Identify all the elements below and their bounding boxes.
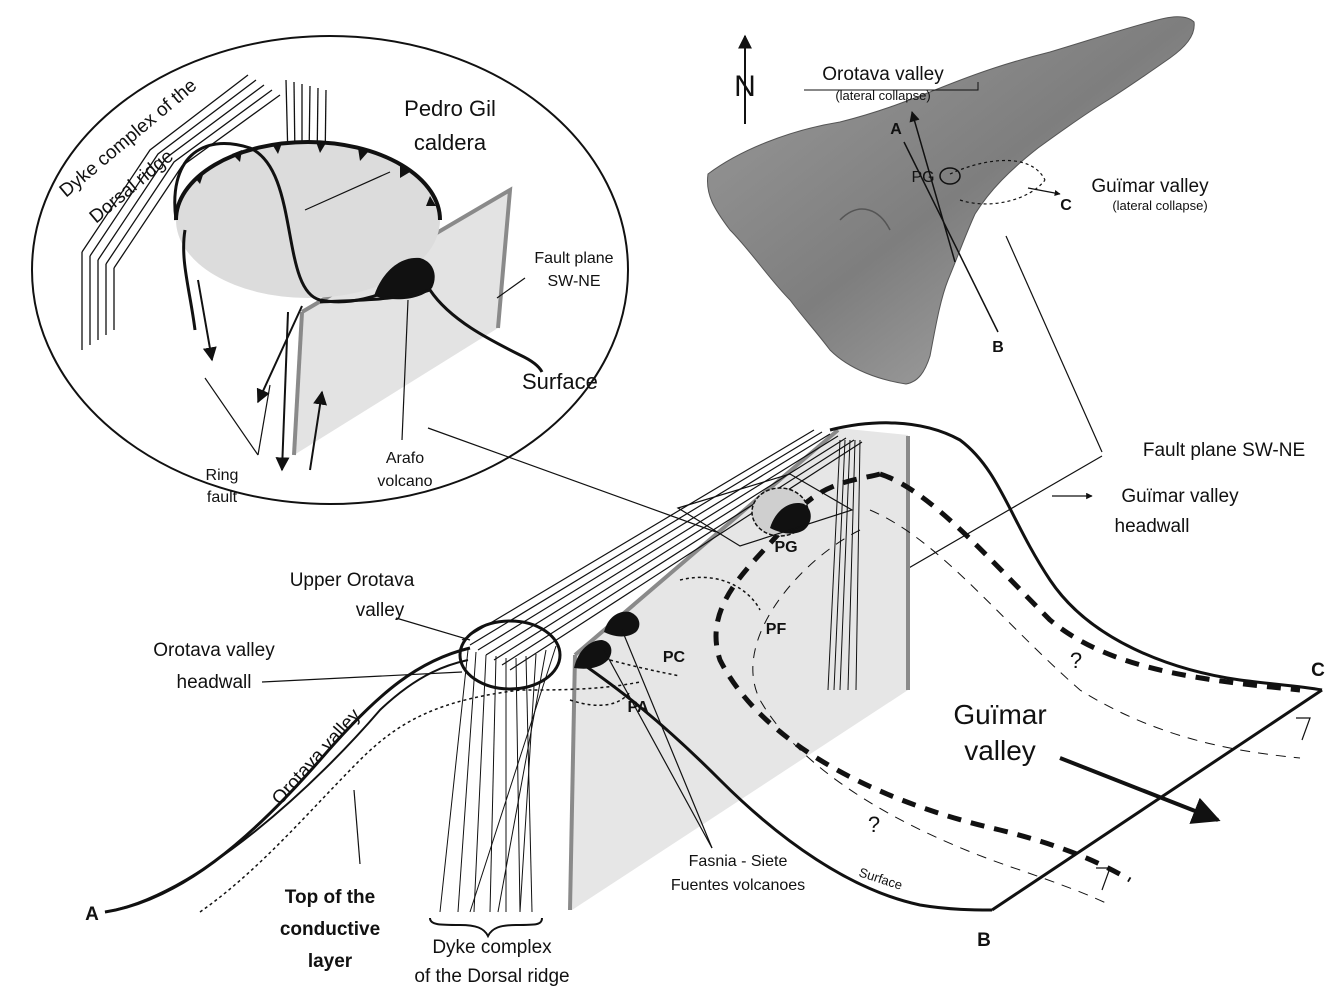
edge-tick-marks — [1096, 718, 1310, 890]
pf-label: PF — [766, 621, 787, 638]
conductive-layer-pointer — [354, 790, 360, 864]
front-surface-label: Surface — [857, 865, 904, 893]
ring-fault-label-1: Ring — [206, 467, 239, 484]
orotava-headwall-pointer — [262, 672, 462, 682]
island-map: N A B C Orotava valley (lateral collapse… — [707, 17, 1209, 384]
guimar-headwall-label-1: Guïmar valley — [1121, 486, 1239, 507]
caldera-label-2: caldera — [414, 130, 487, 155]
ring-fault-label-2: fault — [207, 489, 238, 506]
arafo-label-1: Arafo — [386, 450, 424, 467]
upper-orotava-label-1: Upper Orotava — [290, 570, 415, 591]
dyke-complex-label-2: of the Dorsal ridge — [414, 966, 569, 987]
north-label: N — [734, 70, 756, 103]
guimar-valley-label-1: Guïmar — [953, 699, 1046, 730]
orotava-headwall-label-2: headwall — [177, 672, 252, 693]
map-guimar-label: Guïmar valley — [1091, 176, 1209, 197]
orotava-dyke-lines — [440, 646, 556, 912]
pa-label: PA — [627, 699, 648, 716]
guimar-map-arrow — [1028, 188, 1060, 194]
map-point-b: B — [992, 339, 1004, 356]
orotava-valley-label: Orotava valley — [268, 705, 365, 810]
fasnia-label-1: Fasnia - Siete — [689, 853, 788, 870]
map-point-c: C — [1060, 197, 1072, 214]
conductive-label-1: Top of the — [285, 887, 375, 908]
fault-plane — [572, 428, 908, 910]
volcano-pc — [604, 612, 639, 637]
inset-detail: Dyke complex of the Dorsal ridge Pedro G… — [32, 36, 628, 506]
contour-dashed-2 — [870, 510, 1300, 758]
fault-plane-pointer-map — [1006, 236, 1102, 452]
inset-fault-plane-label-2: SW-NE — [547, 273, 600, 290]
corner-a-label: A — [85, 904, 99, 925]
dyke-brace — [430, 918, 542, 936]
question-mark-1: ? — [1070, 648, 1082, 673]
pc-label: PC — [663, 649, 686, 666]
inset-fault-plane-label-1: Fault plane — [534, 250, 613, 267]
map-orotava-label: Orotava valley — [822, 64, 944, 85]
block-diagram: Fault plane SW-NE Guïmar valley headwall… — [85, 423, 1325, 987]
question-mark-2: ? — [868, 812, 880, 837]
conductive-label-3: layer — [308, 951, 353, 972]
arafo-label-2: volcano — [377, 473, 432, 490]
map-orotava-sub: (lateral collapse) — [835, 88, 930, 103]
corner-b-label: B — [977, 930, 991, 951]
upper-orotava-pointer — [396, 618, 470, 640]
map-point-a: A — [890, 121, 902, 138]
orotava-headwall-label-1: Orotava valley — [153, 640, 275, 661]
dyke-complex-label-1: Dyke complex — [432, 937, 552, 958]
conductive-label-2: conductive — [280, 919, 380, 940]
upper-orotava-label-2: valley — [356, 600, 405, 621]
fault-plane-label: Fault plane SW-NE — [1143, 440, 1305, 461]
guimar-headwall-label-2: headwall — [1115, 516, 1190, 537]
caldera-label-1: Pedro Gil — [404, 96, 496, 121]
inset-surface-label: Surface — [522, 369, 598, 394]
corner-c-label: C — [1311, 660, 1325, 681]
pg-label: PG — [774, 539, 797, 556]
fasnia-label-2: Fuentes volcanoes — [671, 877, 805, 894]
map-pg-label: PG — [911, 169, 934, 186]
guimar-valley-label-2: valley — [964, 735, 1036, 766]
map-guimar-sub: (lateral collapse) — [1112, 198, 1207, 213]
